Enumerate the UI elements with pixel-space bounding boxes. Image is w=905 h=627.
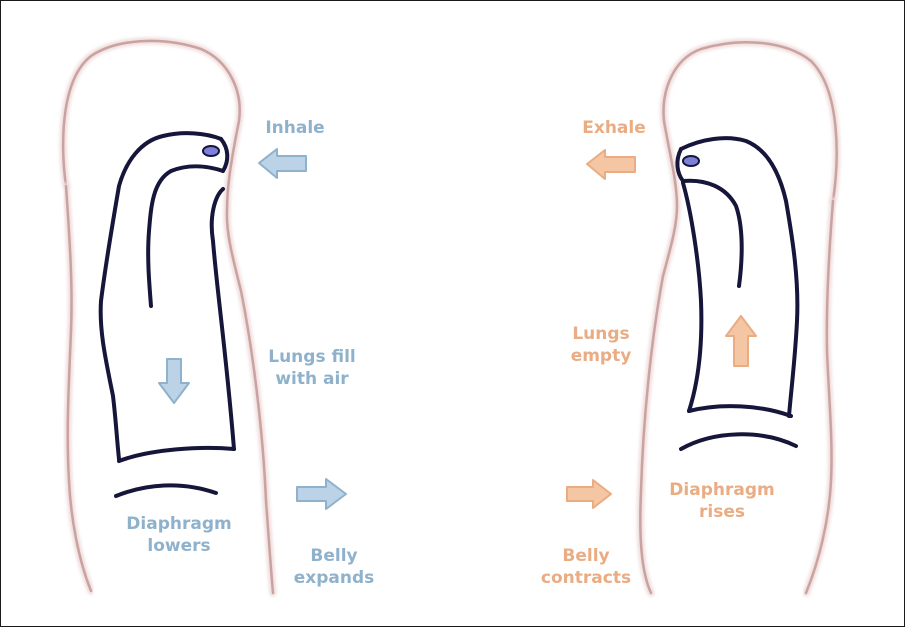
diaphragm-rises-label-line2: rises [662,501,782,523]
lungs-empty-label-line2: empty [551,345,651,367]
body-silhouette-left [63,41,273,593]
inhale-figure [63,41,273,593]
diaphragm-rises-label-line1: Diaphragm [662,479,782,501]
lungs-empty-label: Lungs empty [551,323,651,367]
lungs-fill-label: Lungs fill with air [257,346,367,390]
arrow-left-icon [587,150,635,179]
diaphragm-rises-label: Diaphragm rises [662,479,782,523]
arrow-left-icon [259,149,306,178]
lungs-fill-label-line2: with air [257,368,367,390]
nostril-left [203,146,219,156]
lungs-fill-label-line1: Lungs fill [257,346,367,368]
belly-expands-label-line2: expands [279,567,389,589]
diaphragm-lowers-label-line1: Diaphragm [119,513,239,535]
exhale-label: Exhale [569,117,659,139]
inhale-label: Inhale [255,117,335,139]
arrow-right-icon [567,480,611,508]
belly-contracts-label-line1: Belly [531,545,641,567]
diaphragm-lowers-label: Diaphragm lowers [119,513,239,557]
lungs-empty-label-line1: Lungs [551,323,651,345]
airway-and-lungs-right [677,138,797,449]
belly-contracts-label-line2: contracts [531,567,641,589]
belly-expands-label-line1: Belly [279,545,389,567]
arrow-up-icon [726,316,756,366]
airway-and-lungs-left [101,133,234,496]
belly-contracts-label: Belly contracts [531,545,641,589]
arrow-down-icon [159,359,189,403]
nostril-right [683,156,699,166]
arrow-right-icon [297,479,346,509]
diaphragm-lowers-label-line2: lowers [119,535,239,557]
belly-expands-label: Belly expands [279,545,389,589]
